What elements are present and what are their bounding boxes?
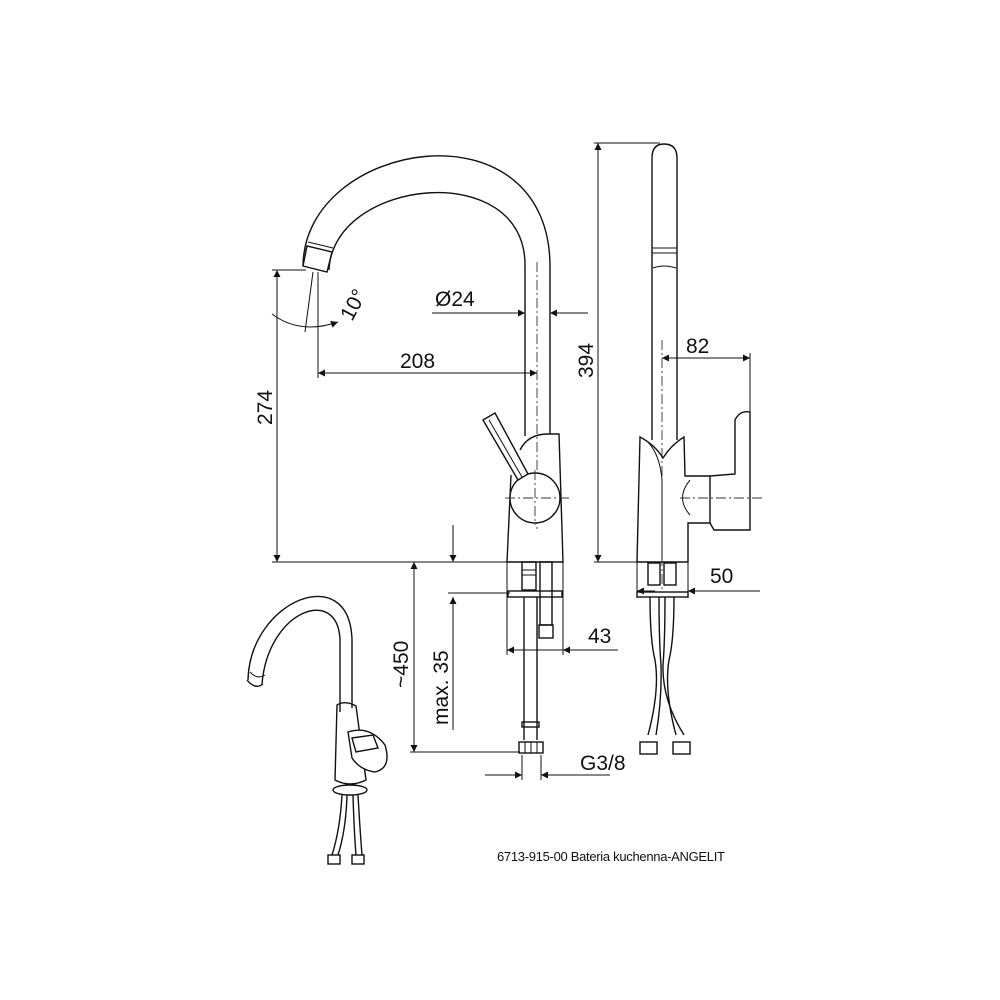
side-dimensions: 394 82 50 xyxy=(575,142,760,598)
dim-82: 82 xyxy=(686,335,709,358)
front-view xyxy=(302,155,572,754)
dim-50: 50 xyxy=(710,565,733,588)
faucet-body xyxy=(506,433,564,563)
dim-angle: 10° xyxy=(336,286,371,325)
side-body xyxy=(636,435,711,563)
isometric-view xyxy=(246,595,388,865)
dim-43: 43 xyxy=(588,625,611,648)
dim-450: ~450 xyxy=(390,641,413,688)
side-handle xyxy=(709,410,751,531)
dim-274: 274 xyxy=(254,390,277,425)
side-view xyxy=(636,143,762,755)
side-spout xyxy=(651,143,678,440)
dim-thread: G3/8 xyxy=(580,752,626,775)
front-dimensions: 274 10° 208 Ø24 max. 35 ~450 43 G3/8 xyxy=(254,269,626,780)
dim-max-35: max. 35 xyxy=(430,650,453,725)
spout-outer xyxy=(302,155,551,434)
dim-208: 208 xyxy=(400,350,435,373)
drawing-caption: 6713-915-00 Bateria kuchenna-ANGELIT xyxy=(497,849,725,864)
aerator xyxy=(302,245,333,273)
dim-diameter: Ø24 xyxy=(435,288,475,311)
spout-inner xyxy=(328,191,526,436)
dim-394: 394 xyxy=(575,343,598,378)
